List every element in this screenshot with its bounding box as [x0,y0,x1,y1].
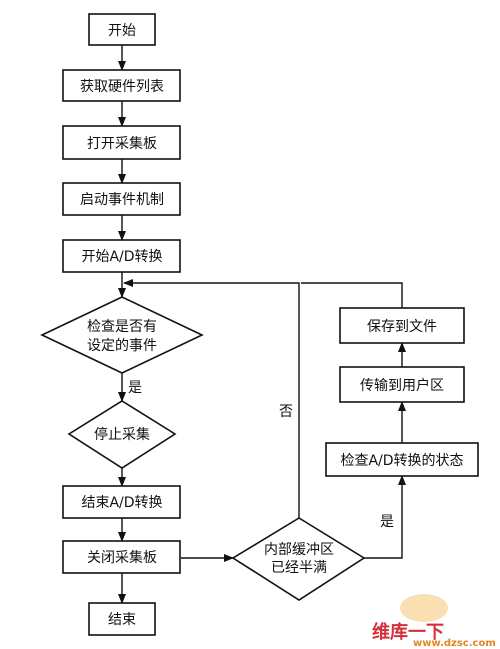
node-stop-acquisition: 停止采集 [67,400,177,469]
yes-label-right: 是 [380,514,394,530]
node-end: 结束 [88,602,156,636]
node-check-event-label-2: 设定的事件 [87,338,157,354]
node-start-label: 开始 [108,23,136,39]
node-close-board-label: 关闭采集板 [87,549,157,566]
node-get-hardware-list-label: 获取硬件列表 [80,79,164,95]
node-stop-acquisition-label: 停止采集 [94,426,150,443]
node-close-board: 关闭采集板 [62,540,181,574]
line-save-to-loop [301,282,403,308]
node-start-ad: 开始A/D转换 [62,239,181,273]
no-label: 否 [279,404,293,420]
node-transfer-to-user: 传输到用户区 [339,366,465,403]
node-open-board: 打开采集板 [62,125,181,160]
node-save-to-file-label: 保存到文件 [367,319,437,335]
watermark-text: 维库一下 [372,621,444,643]
node-check-ad-status-label: 检查A/D转换的状态 [340,452,463,469]
node-start-event-mechanism-label: 启动事件机制 [80,192,164,208]
node-get-hardware-list: 获取硬件列表 [62,69,181,102]
yes-label: 是 [128,380,142,396]
node-check-event: 检查是否有 设定的事件 [40,296,204,374]
node-buffer-half-full: 内部缓冲区 已经半满 [231,517,366,601]
node-check-event-label-1: 检查是否有 [87,319,157,335]
node-start: 开始 [88,13,156,46]
node-buffer-half-full-label-1: 内部缓冲区 [264,542,334,558]
node-end-label: 结束 [108,612,136,628]
node-start-event-mechanism: 启动事件机制 [62,182,181,216]
node-transfer-to-user-label: 传输到用户区 [360,377,444,394]
node-start-ad-label: 开始A/D转换 [81,248,162,265]
node-save-to-file: 保存到文件 [339,307,465,344]
arrow-buffer-yes [364,475,406,559]
arrow-buffer-no-loop [123,279,300,518]
watermark: 维库一下 www.dzsc.com [372,594,496,649]
watermark-logo [400,594,448,622]
node-end-ad: 结束A/D转换 [62,485,181,519]
node-open-board-label: 打开采集板 [87,135,157,152]
watermark-url: www.dzsc.com [413,638,496,649]
connectors [118,45,406,604]
node-check-ad-status: 检查A/D转换的状态 [325,442,479,477]
node-buffer-half-full-label-2: 已经半满 [271,560,327,576]
node-end-ad-label: 结束A/D转换 [81,494,162,511]
